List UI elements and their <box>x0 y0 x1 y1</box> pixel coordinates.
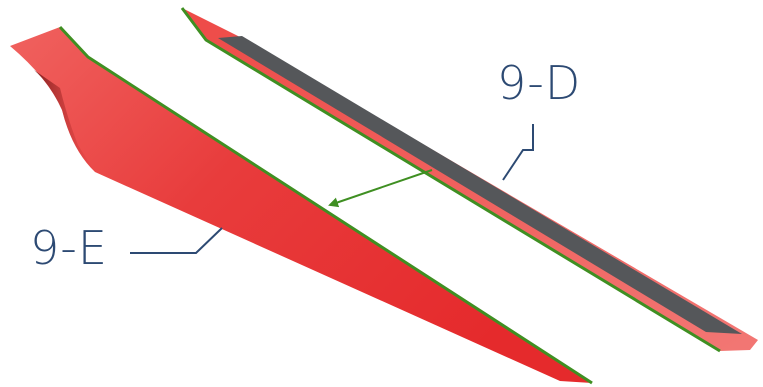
callout-line-9e <box>130 227 223 254</box>
part-9e-green-edge <box>58 25 593 385</box>
callout-label-9d: 9-D <box>497 56 582 110</box>
part-9d-dark-insert <box>218 36 742 334</box>
part-9e-panel <box>10 25 593 385</box>
part-9d-green-edge <box>180 7 721 353</box>
callout-line-9d <box>502 124 534 181</box>
callout-label-9e: 9-E <box>30 221 108 275</box>
assembly-arrow <box>328 169 433 208</box>
part-9e-body <box>10 27 592 383</box>
part-9d-strip <box>180 7 758 353</box>
